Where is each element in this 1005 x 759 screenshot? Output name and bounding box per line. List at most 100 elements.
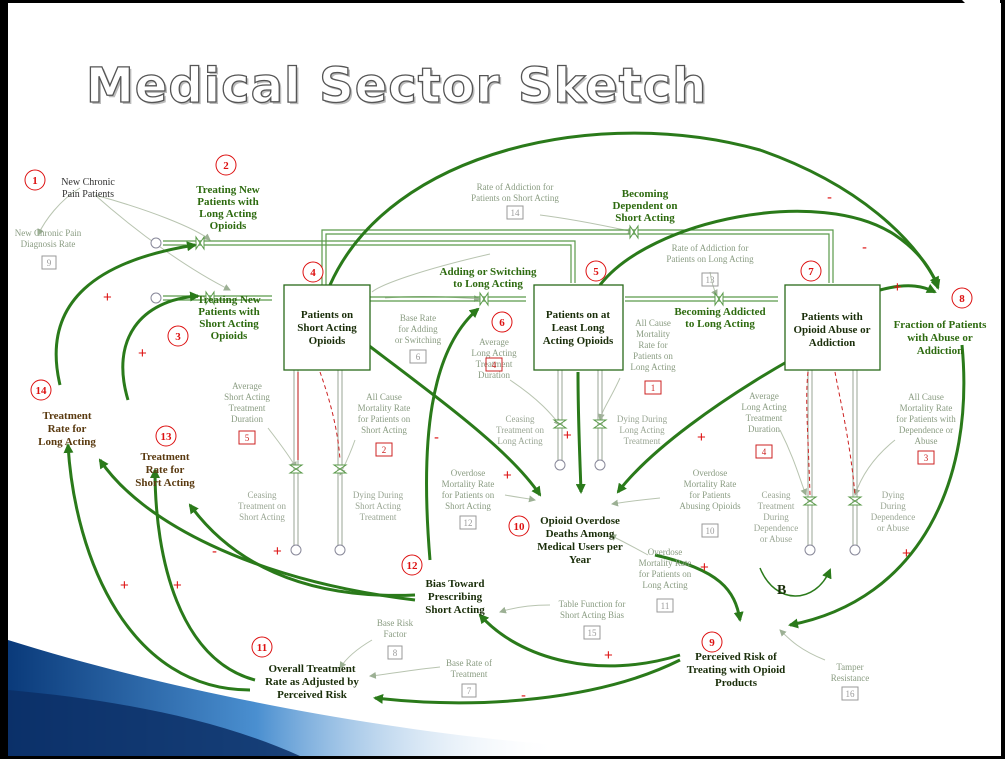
red-link-4 <box>834 371 856 496</box>
param-od-short: Overdose Mortality Rate for Patients on … <box>442 468 495 530</box>
svg-text:Addiction: Addiction <box>917 345 963 357</box>
svg-text:Overdose: Overdose <box>451 468 486 478</box>
frame-bottom <box>0 756 1005 759</box>
arc-fraction-risk <box>788 344 966 629</box>
svg-text:Resistance: Resistance <box>831 673 870 683</box>
var-overdose-deaths: Opioid Overdose Deaths Among Medical Use… <box>537 515 623 566</box>
svg-text:or Switching: or Switching <box>395 335 442 345</box>
svg-text:Mortality Rate: Mortality Rate <box>684 479 737 489</box>
num-6: 6 <box>499 317 505 329</box>
var-rate-short: Treatment Rate for Short Acting <box>135 451 195 489</box>
frame-top <box>0 0 1005 3</box>
pipe-treat-long <box>163 240 576 283</box>
param-mort-short: All Cause Mortality Rate for Patients on… <box>358 392 411 457</box>
arc-deaths-risk <box>654 553 744 622</box>
svg-text:for Patients: for Patients <box>689 490 731 500</box>
svg-text:Patients with: Patients with <box>197 196 258 208</box>
num-circle-4 <box>302 261 324 283</box>
svg-text:to Long Acting: to Long Acting <box>685 318 755 330</box>
svg-text:Mortality: Mortality <box>636 329 670 339</box>
svg-text:Becoming: Becoming <box>622 188 669 200</box>
svg-text:Short Acting: Short Acting <box>361 425 407 435</box>
svg-text:Products: Products <box>715 677 758 689</box>
num-circle-10 <box>508 515 530 537</box>
svg-text:for Patients on: for Patients on <box>639 569 692 579</box>
svg-text:4: 4 <box>762 447 767 457</box>
svg-text:Fraction of Patients: Fraction of Patients <box>894 319 988 331</box>
svg-text:Perceived Risk of: Perceived Risk of <box>695 651 777 663</box>
flow-dying-short: Dying During Short Acting Treatment <box>353 490 404 522</box>
svg-text:New Chronic: New Chronic <box>61 177 115 188</box>
loop-b-arc <box>759 567 832 597</box>
loop-b-label: B <box>777 583 786 598</box>
svg-text:Prescribing: Prescribing <box>428 591 483 603</box>
svg-text:All Cause: All Cause <box>908 392 944 402</box>
svg-text:Tamper: Tamper <box>836 662 863 672</box>
svg-text:Treating New: Treating New <box>197 294 260 306</box>
svg-text:Deaths Among: Deaths Among <box>546 528 615 540</box>
svg-text:Duration: Duration <box>748 424 780 434</box>
param-addiction-long: Rate of Addiction for Patients on Long A… <box>666 243 754 287</box>
svg-text:or Abuse: or Abuse <box>877 523 909 533</box>
link-table-bias <box>499 604 551 614</box>
svg-text:Rate for: Rate for <box>146 464 185 476</box>
svg-text:for Patients on: for Patients on <box>442 490 495 500</box>
svg-text:Rate for: Rate for <box>48 423 87 435</box>
pol-minus-4: - <box>212 543 217 560</box>
pol-plus-10: + <box>120 577 129 594</box>
valve-cease-long <box>552 419 568 429</box>
pol-minus-3: - <box>434 429 439 446</box>
svg-text:Treatment: Treatment <box>229 403 266 413</box>
svg-text:Ceasing: Ceasing <box>248 490 277 500</box>
pol-plus-8: + <box>700 559 709 576</box>
svg-text:Treatment: Treatment <box>360 512 397 522</box>
stock-short-acting[interactable]: Patients on Short Acting Opioids <box>283 284 371 371</box>
pipe-die-dep <box>852 370 858 545</box>
cloud-sink-6 <box>849 544 861 556</box>
svg-text:Treatment on: Treatment on <box>496 425 544 435</box>
num-4: 4 <box>310 267 316 279</box>
stock-abuse[interactable]: Patients with Opioid Abuse or Addiction <box>784 284 881 371</box>
stock-abuse-label-1: Patients with <box>801 311 862 323</box>
svg-text:Patients on Short Acting: Patients on Short Acting <box>471 193 559 203</box>
cloud-source-short <box>150 292 162 304</box>
link-avg-dep <box>779 429 808 496</box>
svg-text:Adding or Switching: Adding or Switching <box>440 266 537 278</box>
pol-plus-11: + <box>173 577 182 594</box>
link-mort-dep <box>853 439 896 496</box>
svg-text:Treatment: Treatment <box>42 410 91 422</box>
pol-plus-6: + <box>563 427 572 444</box>
svg-text:Abuse: Abuse <box>915 436 938 446</box>
valve-adding <box>479 291 489 307</box>
pipe-die-long <box>597 370 603 460</box>
link-diag-rate <box>37 187 81 236</box>
num-circle-1 <box>24 169 46 191</box>
svg-text:Duration: Duration <box>478 370 510 380</box>
cloud-sink-3 <box>554 459 566 471</box>
pol-plus-4: + <box>902 545 911 562</box>
arc-rateshort-treat <box>121 291 200 401</box>
svg-text:3: 3 <box>924 453 929 463</box>
valve-treat-short <box>205 290 215 306</box>
page-corner <box>962 0 1000 38</box>
svg-text:Duration: Duration <box>231 414 263 424</box>
flow-ceasing-long: Ceasing Treatment on Long Acting <box>496 414 544 446</box>
pol-plus-9: + <box>273 543 282 560</box>
svg-text:Long Acting: Long Acting <box>38 436 96 448</box>
cloud-sink-5 <box>804 544 816 556</box>
param-mort-dep: All Cause Mortality Rate for Patients wi… <box>896 392 956 465</box>
svg-text:10: 10 <box>706 526 716 536</box>
svg-text:Mortality Rate: Mortality Rate <box>358 403 411 413</box>
svg-text:Average: Average <box>479 337 509 347</box>
svg-text:Short Acting: Short Acting <box>239 512 285 522</box>
svg-text:Dependence or: Dependence or <box>899 425 953 435</box>
stock-long-acting[interactable]: Patients on at Least Long Acting Opioids <box>533 284 624 371</box>
red-link-3 <box>806 371 811 496</box>
svg-text:Rate of Addiction for: Rate of Addiction for <box>672 243 749 253</box>
param-mort-long: All Cause Mortality Rate for Patients on… <box>630 318 676 395</box>
svg-text:Becoming Addicted: Becoming Addicted <box>674 306 765 318</box>
svg-text:8: 8 <box>393 648 398 658</box>
svg-text:Opioids: Opioids <box>211 330 248 342</box>
num-circle-6 <box>491 311 513 333</box>
